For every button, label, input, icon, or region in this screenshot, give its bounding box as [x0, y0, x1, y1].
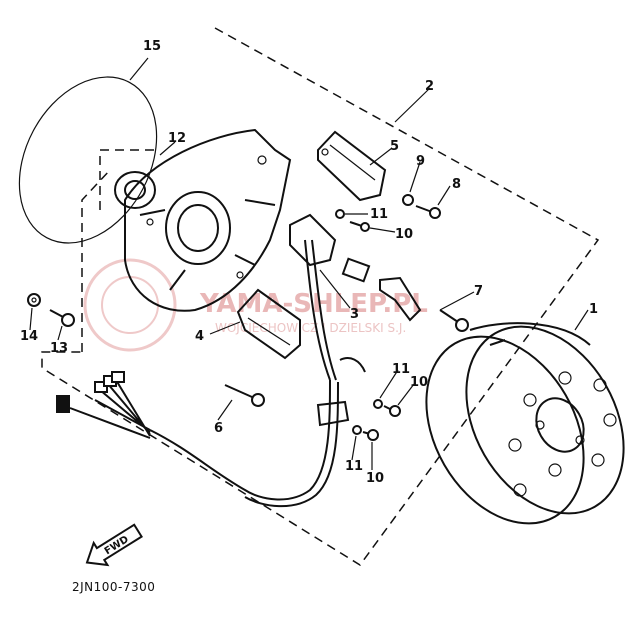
callout-10-middle: 10 [410, 375, 428, 390]
callout-labels: 1 2 3 4 5 6 7 8 9 10 10 10 11 11 11 12 1… [20, 39, 598, 486]
callout-6: 6 [214, 421, 223, 436]
callout-13: 13 [50, 341, 68, 356]
callout-14: 14 [20, 329, 38, 344]
callout-7: 7 [474, 284, 483, 299]
fasteners [27, 194, 469, 441]
callout-8: 8 [452, 177, 461, 192]
pickup-coil-part-5 [317, 130, 387, 202]
callout-10-lower: 10 [366, 471, 384, 486]
callout-5: 5 [390, 139, 399, 154]
charge-coil-part-3 [289, 213, 422, 322]
forward-arrow-icon: FWD [85, 523, 143, 567]
assembly-boundary [41, 27, 600, 567]
gasket-part-15 [18, 76, 158, 244]
callout-1: 1 [589, 302, 598, 317]
part-code: 2JN100-7300 [72, 580, 155, 594]
callout-9: 9 [416, 154, 425, 169]
callout-10-upper: 10 [395, 227, 413, 242]
callout-12: 12 [168, 131, 186, 146]
flywheel-rotor-part-1 [425, 322, 625, 525]
leader-lines [29, 57, 589, 470]
watermark-sub-text: WOJCIECHOWICZ I DZIELSKI S.J. [215, 321, 406, 335]
stator-base-part-12 [114, 128, 292, 312]
callout-11-lower: 11 [345, 459, 363, 474]
callout-4: 4 [195, 329, 204, 344]
callout-11-middle: 11 [392, 362, 410, 377]
callout-3: 3 [350, 307, 359, 322]
callout-15: 15 [143, 39, 161, 54]
callout-2: 2 [425, 79, 434, 94]
callout-11-upper: 11 [370, 207, 388, 222]
lighting-coil-part-4 [236, 288, 301, 360]
wire-harness [56, 239, 366, 508]
watermark: YAMA-SHLEP.PL WOJCIECHOWICZ I DZIELSKI S… [83, 258, 428, 352]
